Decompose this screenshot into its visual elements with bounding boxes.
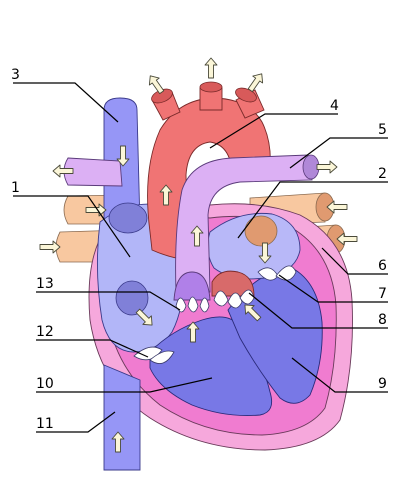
arrow-aorta-branch-mid: [204, 57, 218, 79]
label-numbers: 3 4 5 1 2 6 7 8 13 12 9 10 11: [11, 67, 387, 432]
leader-7: [278, 274, 388, 303]
label-2: 2: [378, 166, 387, 182]
inferior-vena-cava: [103, 364, 141, 471]
label-5: 5: [378, 122, 387, 138]
label-11: 11: [36, 416, 54, 432]
leader-1: [13, 195, 131, 258]
label-6: 6: [378, 258, 387, 274]
leader-8: [248, 292, 388, 329]
leader-3: [13, 82, 119, 123]
leader-4: [209, 113, 338, 149]
pulmonary-valve: [173, 271, 211, 313]
arrow-pulmonary-right: [316, 160, 338, 174]
label-3: 3: [11, 67, 20, 83]
leader-5: [289, 137, 388, 169]
label-8: 8: [378, 312, 387, 328]
pulmonary-artery: [63, 154, 320, 293]
svc-opening: [108, 202, 148, 234]
tricuspid-valve: [133, 346, 175, 364]
leader-2: [237, 181, 388, 239]
leader-6: [321, 247, 388, 275]
aortic-valve: [211, 270, 255, 309]
label-9: 9: [378, 376, 387, 392]
pulmonary-vein-opening: [244, 215, 278, 247]
leader-10: [36, 377, 213, 393]
ivc-opening: [115, 280, 149, 316]
label-1: 1: [11, 180, 20, 196]
right-ventricle: [149, 316, 273, 416]
leader-11: [36, 411, 116, 433]
label-4: 4: [330, 98, 339, 114]
label-12: 12: [36, 324, 54, 340]
label-10: 10: [36, 376, 54, 392]
label-7: 7: [378, 286, 387, 302]
leader-9: [291, 357, 388, 393]
leader-lines: [13, 82, 388, 433]
leader-13: [36, 291, 181, 311]
label-13: 13: [36, 276, 54, 292]
leader-12: [36, 339, 149, 358]
